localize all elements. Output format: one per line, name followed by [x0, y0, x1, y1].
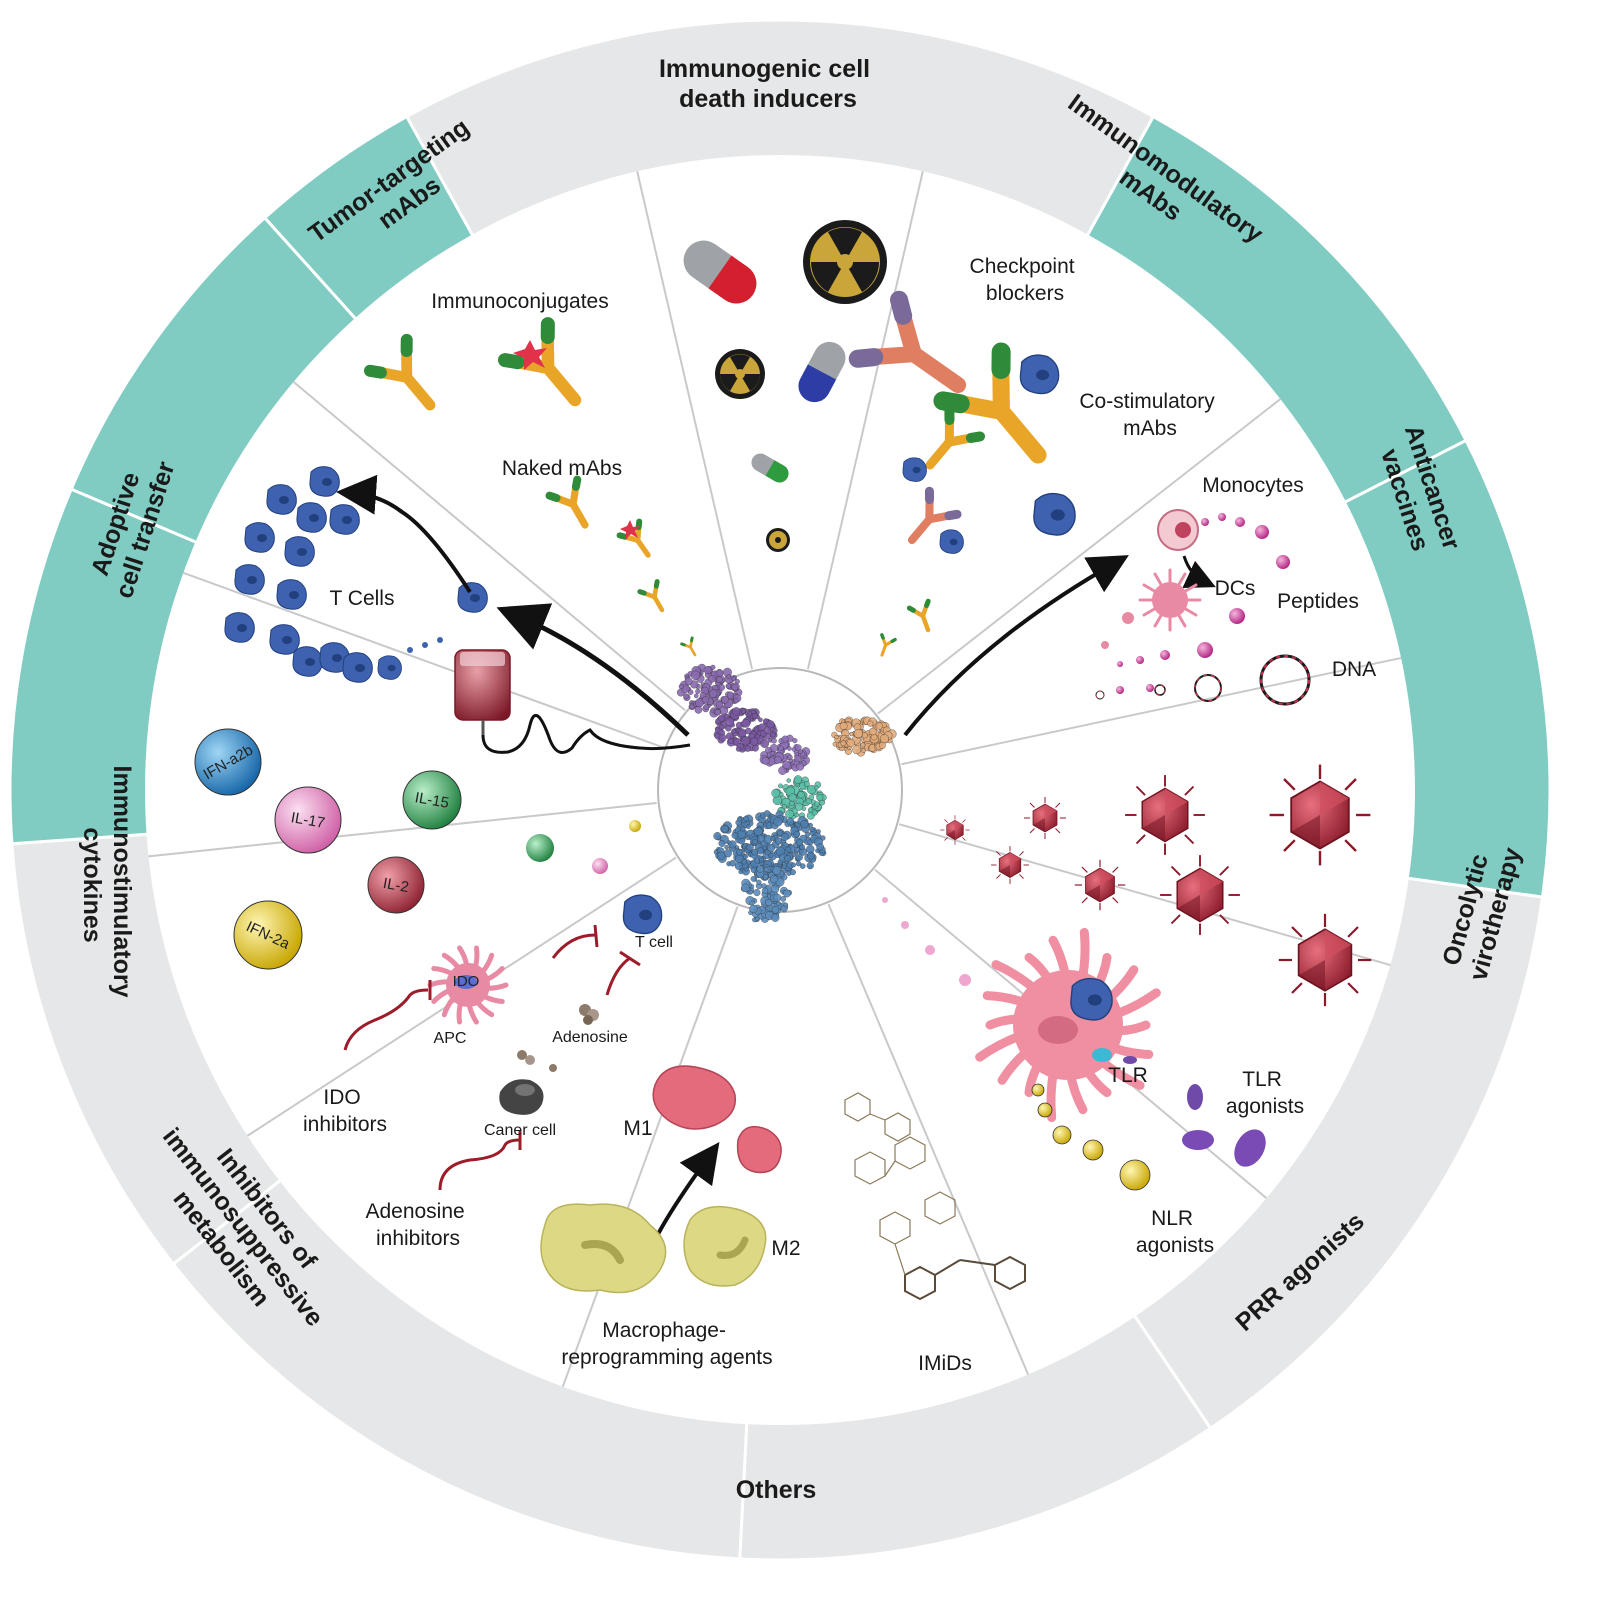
tumor-mabs-illustrations: [370, 324, 702, 660]
label-ido-inhibitors: IDO inhibitors: [303, 1086, 387, 1136]
title-others: Others: [736, 1476, 817, 1504]
cytokine-0: [194, 728, 262, 796]
cytokine-3: [367, 856, 425, 914]
cytokine-label: IL-15: [414, 789, 451, 812]
label-monocytes: Monocytes: [1202, 474, 1304, 497]
label-peptides: Peptides: [1277, 590, 1359, 613]
label-apc: APC: [434, 1030, 467, 1047]
label-dcs: DCs: [1215, 577, 1256, 600]
label-adenosine: Adenosine: [552, 1029, 628, 1046]
adoptive-illustrations: [224, 466, 691, 754]
label-tlr-agonists: TLR agonists: [1226, 1068, 1304, 1118]
inhibitors-illustrations: IDO: [343, 894, 663, 1191]
label-m2: M2: [771, 1237, 800, 1260]
prr-illustrations: [882, 897, 1266, 1191]
cytokine-label: IL-17: [290, 809, 327, 832]
label-t-cells: T Cells: [330, 587, 395, 610]
radiation-icon-small: [715, 349, 765, 399]
blood-bag-icon: [454, 649, 511, 735]
label-macrophage-agents: Macrophage- reprogramming agents: [561, 1319, 772, 1369]
cytokine-label: IL-2: [382, 875, 410, 896]
label-naked-mabs: Naked mAbs: [502, 457, 622, 480]
label-nlr-agonists: NLR agonists: [1136, 1207, 1214, 1257]
ido-badge: IDO: [453, 973, 480, 990]
radiation-icon: [803, 220, 887, 304]
title-cytokines: Immunostimulatory cytokines: [78, 766, 136, 1005]
label-adenosine-inhibitors: Adenosine inhibitors: [365, 1200, 470, 1250]
label-caner-cell: Caner cell: [484, 1122, 556, 1139]
label-costimulatory-mabs: Co-stimulatory mAbs: [1079, 390, 1220, 440]
label-dna: DNA: [1332, 658, 1376, 681]
title-icd: Immunogenic cell death inducers: [659, 55, 877, 113]
label-imids: IMiDs: [918, 1352, 972, 1375]
label-t-cell: T cell: [635, 934, 673, 951]
others-illustrations: [540, 1065, 1026, 1301]
label-immunoconjugates: Immunoconjugates: [431, 290, 608, 313]
molecule-structures: [844, 1092, 1026, 1301]
label-m1: M1: [623, 1117, 652, 1140]
icd-illustrations: [683, 220, 887, 552]
center-protein-structure: [676, 663, 897, 923]
label-tlr: TLR: [1108, 1064, 1148, 1087]
cytokine-2: [402, 770, 462, 830]
cytokine-1: [274, 786, 342, 854]
vaccines-illustrations: [903, 509, 1311, 737]
label-checkpoint-blockers: Checkpoint blockers: [970, 255, 1081, 305]
cytokine-4: [233, 900, 303, 970]
